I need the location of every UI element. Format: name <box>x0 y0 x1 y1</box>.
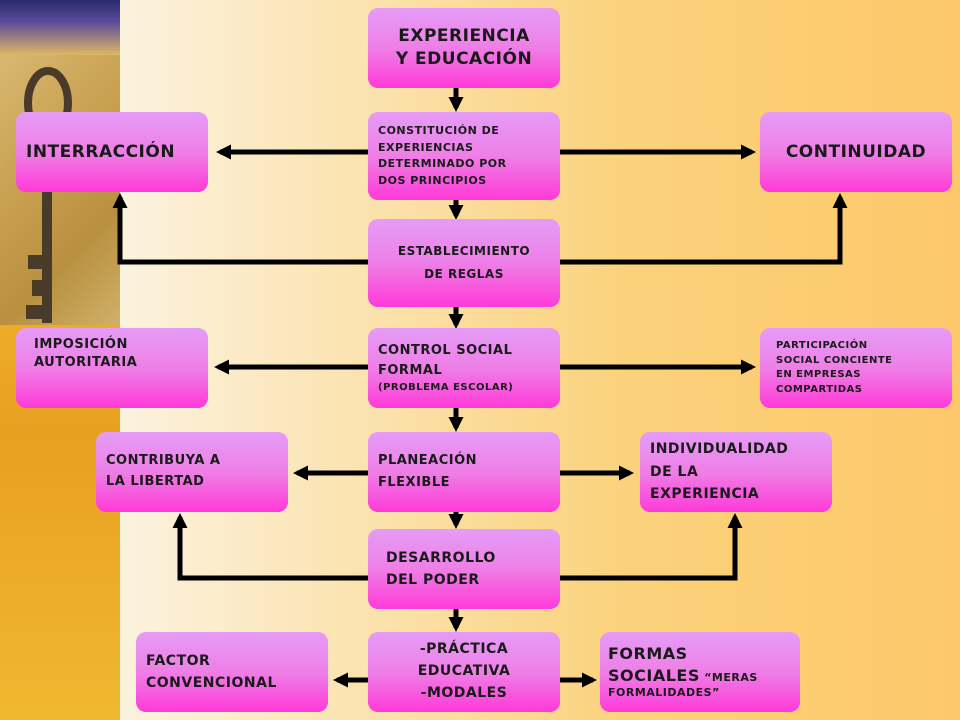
box-text-line: COMPARTIDAS <box>776 383 863 395</box>
box-text-line: Y EDUCACIÓN <box>395 49 533 69</box>
box-text-line: EN EMPRESAS <box>776 369 861 380</box>
box-interraccion: INTERRACCIÓN <box>16 112 208 192</box>
box-text-line: CONTINUIDAD <box>785 141 927 162</box>
box-text-line: -PRÁCTICA <box>419 641 509 658</box>
box-text-line: EDUCATIVA <box>417 663 511 680</box>
box-control-social-formal: CONTROL SOCIAL FORMAL (PROBLEMA ESCOLAR) <box>368 328 560 408</box>
box-text-line: SOCIALES “MERAS <box>608 665 758 687</box>
box-constitucion-experiencias: CONSTITUCIÓN DE EXPERIENCIAS DETERMINADO… <box>368 112 560 200</box>
box-text-line: INDIVIDUALIDAD <box>650 441 789 458</box>
box-text-fragment: SOCIALES <box>608 665 700 685</box>
box-contribuya-libertad: CONTRIBUYA A LA LIBERTAD <box>96 432 288 512</box>
box-text-line: LA LIBERTAD <box>106 474 205 489</box>
loop-establecimiento-interraccion <box>112 193 368 265</box>
box-individualidad-experiencia: INDIVIDUALIDAD DE LA EXPERIENCIA <box>640 432 832 512</box>
box-text-line: DE LA <box>650 463 699 480</box>
box-continuidad: CONTINUIDAD <box>760 112 952 192</box>
loop-desarrollo-individualidad <box>560 513 743 581</box>
box-text-line: DETERMINADO POR <box>378 157 507 170</box>
box-text-line: PLANEACIÓN <box>378 452 478 468</box>
box-desarrollo-poder: DESARROLLO DEL PODER <box>368 529 560 609</box>
box-text-line: CONSTITUCIÓN DE <box>378 124 500 137</box>
box-text-line: FACTOR <box>146 652 211 669</box>
box-practica-educativa: -PRÁCTICA EDUCATIVA -MODALES <box>368 632 560 712</box>
box-text-line: CONVENCIONAL <box>146 675 277 691</box>
box-text-line: ESTABLECIMIENTO <box>397 244 531 259</box>
box-imposicion-autoritaria: IMPOSICIÓN AUTORITARIA <box>16 328 208 408</box>
box-text-line: CONTRIBUYA A <box>106 453 221 469</box>
box-text-line: DOS PRINCIPIOS <box>378 173 487 187</box>
box-text-line: FLEXIBLE <box>378 475 450 490</box>
box-text-line: DESARROLLO <box>386 549 496 566</box>
box-planeacion-flexible: PLANEACIÓN FLEXIBLE <box>368 432 560 512</box>
box-text-line: (PROBLEMA ESCOLAR) <box>378 382 514 393</box>
box-text-line: SOCIAL CONCIENTE <box>776 354 893 366</box>
box-text-line: AUTORITARIA <box>34 354 138 370</box>
box-text-fragment: “MERAS <box>699 670 758 684</box>
box-text-line: PARTICIPACIÓN <box>776 340 868 351</box>
box-text-line: FORMAS <box>608 643 688 663</box>
box-experiencia-educacion: EXPERIENCIA Y EDUCACIÓN <box>368 8 560 88</box>
box-text-line: DE REGLAS <box>424 267 504 281</box>
box-text-line: EXPERIENCIA <box>398 26 530 47</box>
box-text-line: EXPERIENCIAS <box>378 140 474 154</box>
box-text-line: IMPOSICIÓN <box>34 337 128 352</box>
box-text-line: EXPERIENCIA <box>650 486 760 503</box>
loop-establecimiento-continuidad <box>560 193 848 265</box>
box-factor-convencional: FACTOR CONVENCIONAL <box>136 632 328 712</box>
box-text-line: INTERRACCIÓN <box>26 141 176 162</box>
box-text-line: CONTROL SOCIAL <box>378 343 513 358</box>
box-participacion-social: PARTICIPACIÓN SOCIAL CONCIENTE EN EMPRES… <box>760 328 952 408</box>
box-text-line: FORMAL <box>378 362 443 378</box>
box-text-line: DEL PODER <box>386 572 480 588</box>
box-text-line: -MODALES <box>420 684 508 701</box>
box-establecimiento-reglas: ESTABLECIMIENTO DE REGLAS <box>368 219 560 307</box>
loop-desarrollo-contribuya <box>172 513 368 581</box>
box-text-line: FORMALIDADES” <box>608 686 720 700</box>
box-formas-sociales: FORMAS SOCIALES “MERAS FORMALIDADES” <box>600 632 800 712</box>
